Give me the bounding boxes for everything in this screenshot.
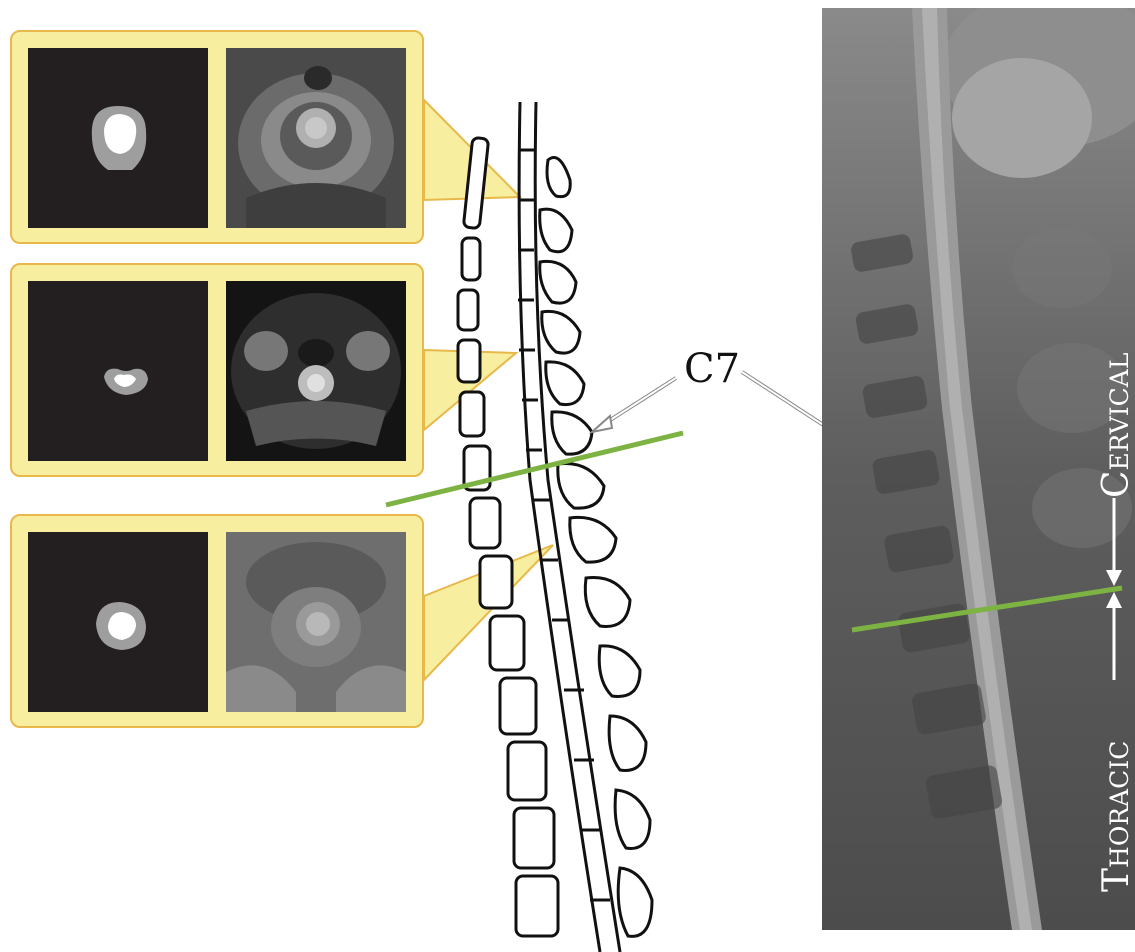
- sagittal-mri: [822, 8, 1135, 930]
- sagittal-mri-image: [822, 8, 1135, 930]
- cervical-region-label: Cervical: [1096, 353, 1135, 498]
- c7-label: C7: [684, 346, 740, 392]
- cervical-thoracic-cut-line: [386, 433, 683, 505]
- thoracic-region-label: Thoracic: [1096, 741, 1135, 892]
- c7-arrowhead-diagram: [592, 416, 612, 432]
- vertebral-bodies: [458, 137, 558, 936]
